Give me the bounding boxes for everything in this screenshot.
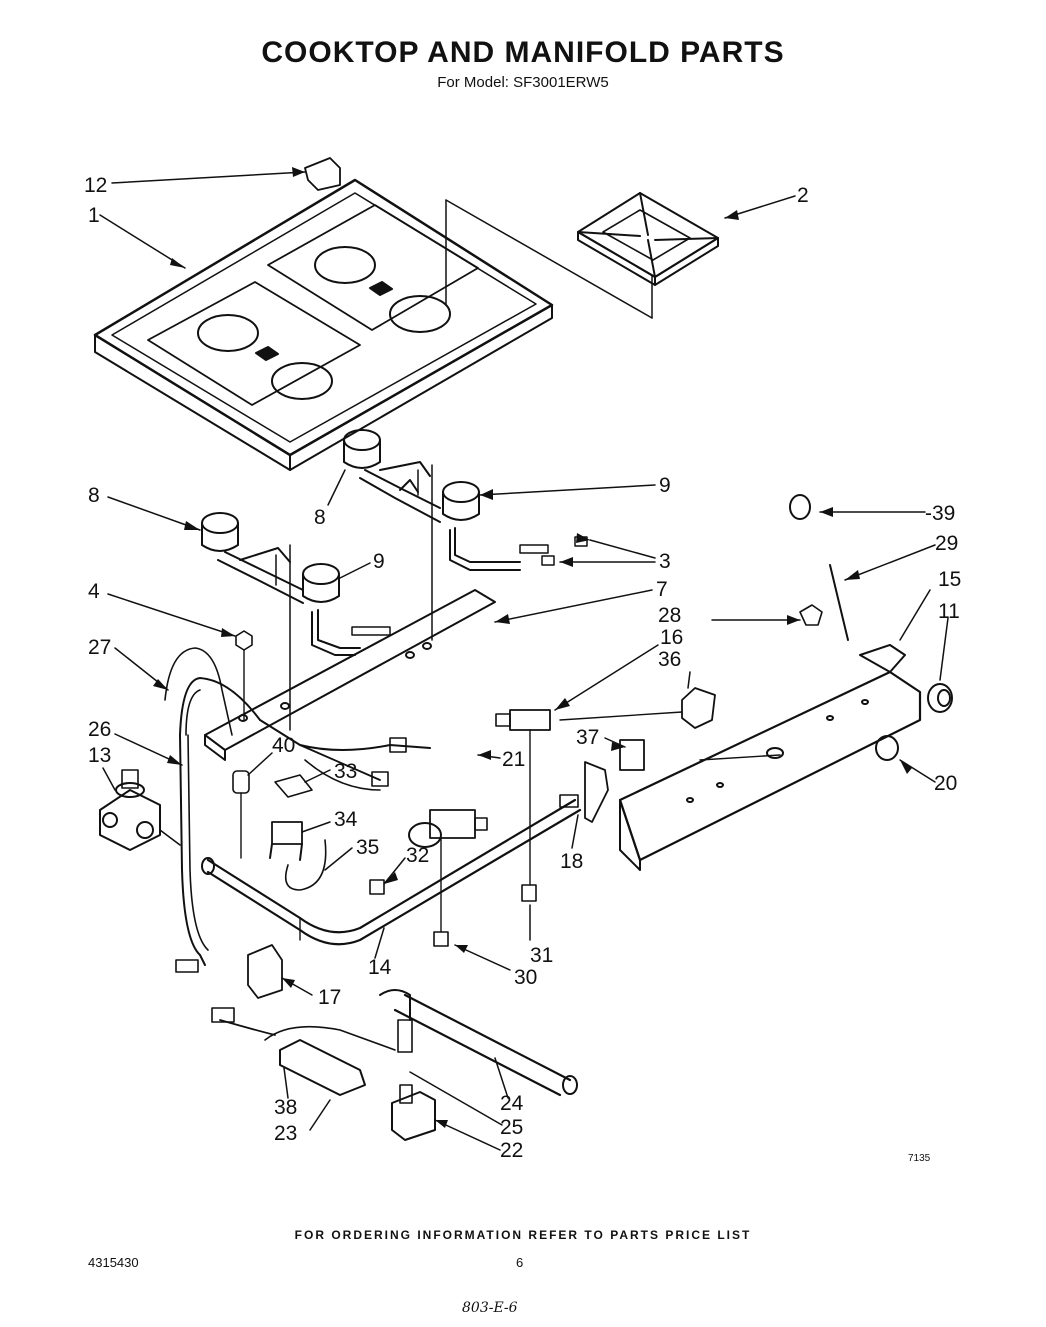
figure-number: 7135 — [908, 1153, 931, 1164]
page-number: 6 — [516, 1255, 524, 1270]
front-burner-assembly — [202, 513, 390, 730]
callout-18: 18 — [560, 850, 583, 873]
oven-igniter — [212, 1008, 395, 1095]
callout-7: 7 — [656, 578, 668, 601]
callout-9b: 9 — [373, 550, 385, 573]
callout-1: 1 — [88, 204, 100, 227]
burner-support-bracket — [205, 590, 495, 760]
callout-24: 24 — [500, 1092, 524, 1115]
page-title: COOKTOP AND MANIFOLD PARTS — [261, 36, 785, 69]
burner-grate — [578, 193, 718, 285]
callout-2: 2 — [797, 184, 809, 207]
thermostat-valve — [496, 710, 550, 901]
oven-burner — [380, 990, 577, 1095]
callout-28: 28 — [658, 604, 681, 627]
callout-22: 22 — [500, 1139, 523, 1162]
nut-part — [236, 631, 252, 650]
document-number: 4315430 — [88, 1255, 139, 1270]
callout-39: -39 — [925, 502, 955, 525]
callout-arrowheads — [153, 167, 912, 1128]
callout-29: 29 — [935, 532, 958, 555]
callout-38: 38 — [274, 1096, 297, 1119]
rear-burner-assembly — [344, 430, 587, 640]
oven-safety-valve — [392, 1085, 435, 1140]
callout-14: 14 — [368, 956, 392, 979]
callout-23: 23 — [274, 1122, 297, 1145]
callout-35: 35 — [356, 836, 379, 859]
callout-8b: 8 — [314, 506, 326, 529]
callout-4: 4 — [88, 580, 100, 603]
callout-37: 37 — [576, 726, 599, 749]
gas-regulator-valve — [100, 770, 180, 850]
callout-17: 17 — [318, 986, 341, 1009]
handwritten-note: 803-E-6 — [462, 1300, 518, 1316]
callout-40: 40 — [272, 734, 295, 757]
callout-27: 27 — [88, 636, 111, 659]
callout-9a: 9 — [659, 474, 671, 497]
callout-labels: 12 1 2 8 8 9 9 3 -39 29 15 11 4 7 28 16 … — [84, 174, 961, 1162]
ordering-note: FOR ORDERING INFORMATION REFER TO PARTS … — [294, 1228, 752, 1242]
callout-leaders — [100, 172, 948, 1150]
callout-21: 21 — [502, 748, 525, 771]
callout-3: 3 — [659, 550, 671, 573]
callout-31: 31 — [530, 944, 553, 967]
manifold-pipe — [202, 795, 580, 944]
callout-16: 16 — [660, 626, 683, 649]
callout-33: 33 — [334, 760, 357, 783]
callout-13: 13 — [88, 744, 111, 767]
cooktop-panel — [95, 158, 552, 470]
control-panel — [620, 645, 920, 870]
callout-20: 20 — [934, 772, 957, 795]
callout-32: 32 — [406, 844, 429, 867]
burner-valve — [409, 810, 487, 946]
callout-36: 36 — [658, 648, 681, 671]
callout-11: 11 — [938, 600, 960, 623]
callout-12: 12 — [84, 174, 107, 197]
callout-30: 30 — [514, 966, 537, 989]
callout-34: 34 — [334, 808, 358, 831]
callout-25: 25 — [500, 1116, 523, 1139]
callout-8a: 8 — [88, 484, 100, 507]
callout-15: 15 — [938, 568, 961, 591]
callout-26: 26 — [88, 718, 111, 741]
model-subtitle: For Model: SF3001ERW5 — [437, 74, 609, 91]
